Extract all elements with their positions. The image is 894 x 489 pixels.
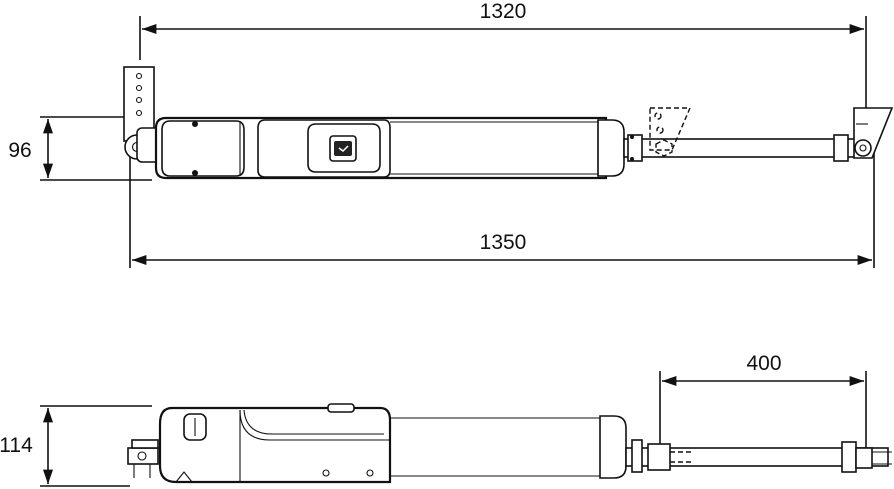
side-view: 114 400 [0,352,892,487]
rear-bracket [123,66,163,163]
dimension-1350-label: 1350 [480,231,527,254]
dimension-1320-label: 1320 [480,0,527,23]
piston-rod-side [625,439,892,473]
rear-mount [127,439,159,478]
dimension-114: 114 [0,405,152,487]
dimension-1350: 1350 [129,150,875,268]
dimension-114-label: 114 [0,434,33,457]
motor-housing-side [158,403,627,484]
top-view: 1320 96 1350 [8,0,894,268]
alt-bracket-dashed [649,107,692,157]
dimension-96-label: 96 [8,139,31,162]
front-bracket [853,107,894,159]
dimension-400-label: 400 [746,352,781,375]
piston-rod [623,134,861,162]
motor-housing [154,116,625,180]
dimension-1320: 1320 [139,0,867,110]
